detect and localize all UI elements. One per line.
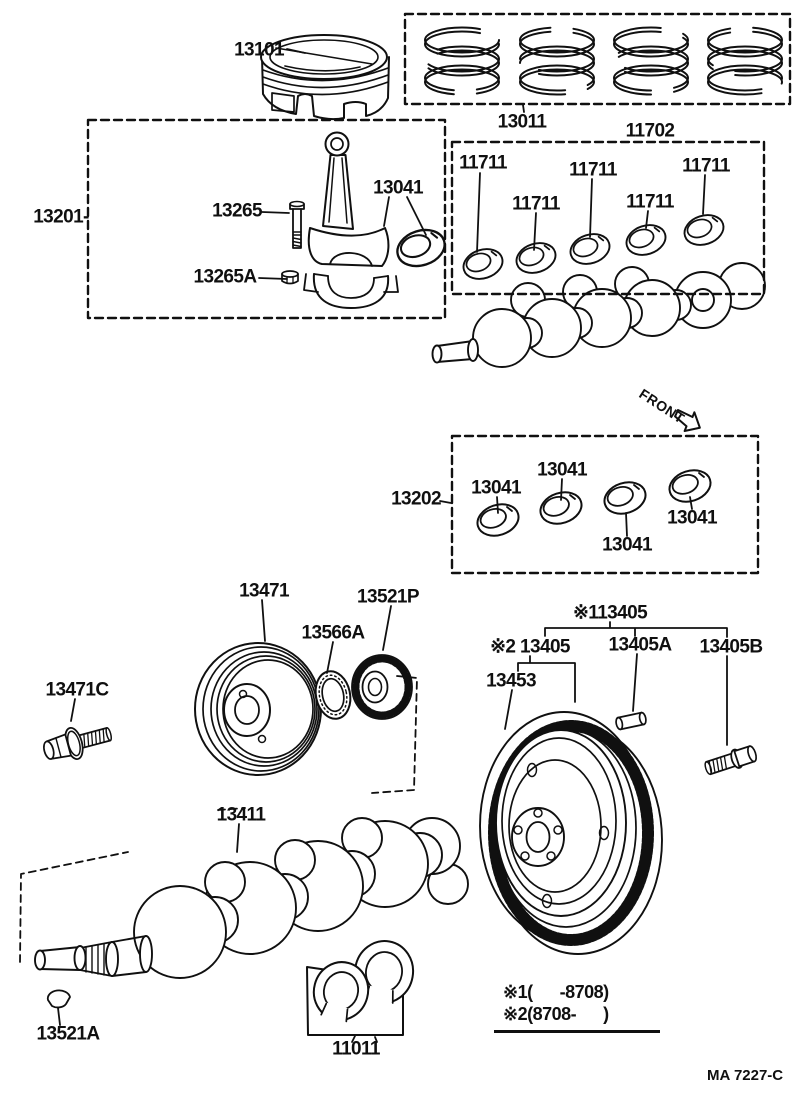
- callout-dowel-pin: 13405A: [608, 634, 673, 656]
- callout-thrust-washer-set: 11011: [332, 1038, 380, 1060]
- front-arrow: [674, 409, 701, 433]
- callout-pulley-bolt: 13471C: [45, 679, 110, 701]
- callout-flywheel: ※2 13405: [490, 636, 570, 658]
- flywheel-drawing: [479, 711, 663, 955]
- callout-upper-bearing-5: 11711: [682, 155, 730, 177]
- callout-ring-gear: 13453: [486, 670, 536, 692]
- callout-lower-bearing-3: 13041: [602, 534, 652, 556]
- rod-bolt-drawing: [289, 200, 305, 249]
- dashed-reference-lines: [19, 675, 418, 963]
- callout-crankshaft: 13411: [216, 804, 266, 826]
- callout-flywheel-bolt: 13405B: [699, 636, 764, 658]
- callout-rod-bolt: 13265: [212, 200, 262, 222]
- callout-rod-bearing: 13041: [373, 177, 423, 199]
- callout-upper-bearing-set: 11702: [625, 120, 675, 142]
- callout-upper-bearing-3: 11711: [569, 159, 617, 181]
- piston-drawing: [260, 34, 390, 121]
- connecting-rod-drawing: [303, 131, 399, 309]
- applicability-note-1: ※1( -8708): [503, 982, 609, 1002]
- crankshaft-drawing: [34, 817, 469, 979]
- leader-lines: [57, 48, 728, 1043]
- pulley-drawing: [194, 642, 322, 776]
- upper-main-bearings-drawing: [458, 209, 729, 285]
- callout-timing-gear-plate: 13566A: [301, 622, 366, 644]
- callout-lower-bearing-1: 13041: [471, 477, 521, 499]
- callout-ring-set: 13011: [497, 111, 547, 133]
- callout-upper-bearing-4: 11711: [626, 191, 674, 213]
- pulley-bolt-drawing: [43, 726, 113, 760]
- callout-flywheel-assembly: ※113405: [572, 602, 648, 624]
- callout-pulley: 13471: [239, 580, 289, 602]
- timing-gear-plate-drawing: [314, 670, 352, 720]
- callout-rod-assembly: 13201-: [33, 206, 89, 228]
- note-underline: [494, 1030, 660, 1033]
- flywheel-bolt-drawing: [704, 745, 758, 776]
- callout-timing-gear: 13521P: [357, 586, 420, 608]
- callout-woodruff-key: 13521A: [36, 1023, 101, 1045]
- sheet-code: MA 7227-C: [707, 1067, 784, 1084]
- dowel-pin-drawing: [615, 711, 647, 731]
- rod-bearing-drawing: [391, 222, 451, 274]
- callout-rod-nut: 13265A: [193, 266, 258, 288]
- timing-gear-drawing: [351, 654, 413, 720]
- callout-upper-bearing-1: 11711: [459, 152, 507, 174]
- rod-nut-drawing: [281, 270, 299, 285]
- dashed-group-boxes: [86, 12, 792, 575]
- applicability-note-2: ※2(8708- ): [503, 1004, 609, 1024]
- callout-lower-bearing-2: 13041: [537, 459, 587, 481]
- callout-lower-bearing-4: 13041: [667, 507, 717, 529]
- woodruff-key-drawing: [46, 989, 71, 1009]
- callout-piston: 13101: [234, 39, 284, 61]
- callout-lower-bearing-set: 13202: [391, 488, 441, 510]
- thrust-washer-drawing: [306, 940, 415, 1036]
- callout-upper-bearing-2: 11711: [512, 193, 560, 215]
- piston-rings-drawing: [424, 26, 783, 96]
